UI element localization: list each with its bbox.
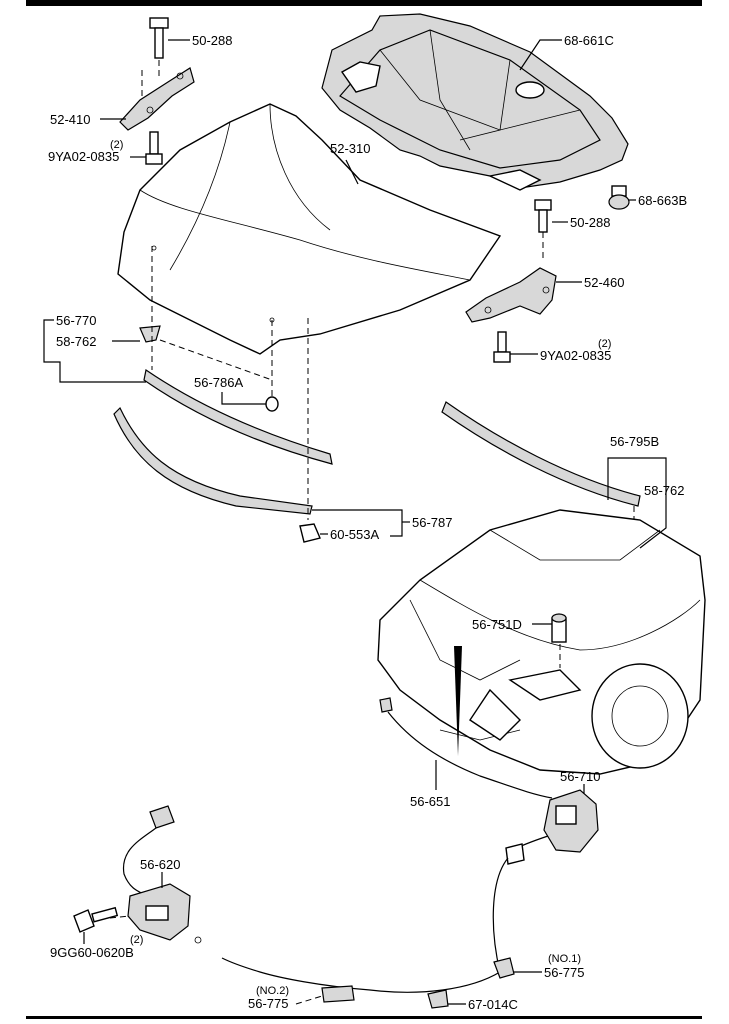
label-no1: (NO.1) — [548, 953, 581, 965]
label-56-775-right: 56-775 — [544, 965, 584, 980]
label-58-762-left: 58-762 — [56, 334, 96, 349]
label-56-786a: 56-786A — [194, 375, 243, 390]
label-68-663b: 68-663B — [638, 193, 687, 208]
label-52-460: 52-460 — [584, 275, 624, 290]
label-67-014c: 67-014C — [468, 997, 518, 1012]
label-50-288-top: 50-288 — [192, 33, 232, 48]
lever-bolt — [73, 906, 119, 933]
label-52-410: 52-410 — [50, 112, 90, 127]
label-56-710: 56-710 — [560, 769, 600, 784]
hood-bumper — [608, 185, 630, 210]
hood-lock-striker — [551, 613, 567, 668]
label-56-787: 56-787 — [412, 515, 452, 530]
label-56-651: 56-651 — [410, 794, 450, 809]
hood-panel — [117, 103, 502, 355]
label-52-310: 52-310 — [330, 141, 370, 156]
vehicle-front — [377, 509, 706, 775]
label-9gg60-0620b: 9GG60-0620B — [50, 945, 134, 960]
label-9ya02-0835-top: 9YA02-0835 — [48, 149, 119, 164]
label-9ya02-0835-right: 9YA02-0835 — [540, 348, 611, 363]
hinge-right — [465, 199, 557, 363]
label-qty-9ya02-top: (2) — [110, 139, 123, 151]
label-56-775-left: 56-775 — [248, 996, 288, 1011]
top-border — [26, 0, 702, 6]
label-qty-9ya02-right: (2) — [598, 338, 611, 350]
seal-left-lower — [113, 406, 313, 515]
label-68-661c: 68-661C — [564, 33, 614, 48]
seal-left-upper — [143, 368, 333, 465]
label-50-288-right: 50-288 — [570, 215, 610, 230]
label-56-795b: 56-795B — [610, 434, 659, 449]
label-qty-9gg60: (2) — [130, 934, 143, 946]
label-60-553a: 60-553A — [330, 527, 379, 542]
label-58-762-right: 58-762 — [644, 483, 684, 498]
label-no2: (NO.2) — [256, 985, 289, 997]
label-56-770: 56-770 — [56, 313, 96, 328]
label-56-751d: 56-751D — [472, 617, 522, 632]
bottom-border — [26, 1016, 702, 1019]
hinge-left — [119, 17, 195, 165]
label-56-620: 56-620 — [140, 857, 180, 872]
release-cable-upper — [379, 697, 553, 799]
release-cable-pointer — [454, 646, 462, 756]
clips-left — [139, 246, 321, 543]
hood-insulator — [321, 13, 629, 191]
release-cable-lower — [194, 843, 525, 1009]
hood-lock — [507, 789, 599, 853]
release-lever — [109, 805, 191, 941]
